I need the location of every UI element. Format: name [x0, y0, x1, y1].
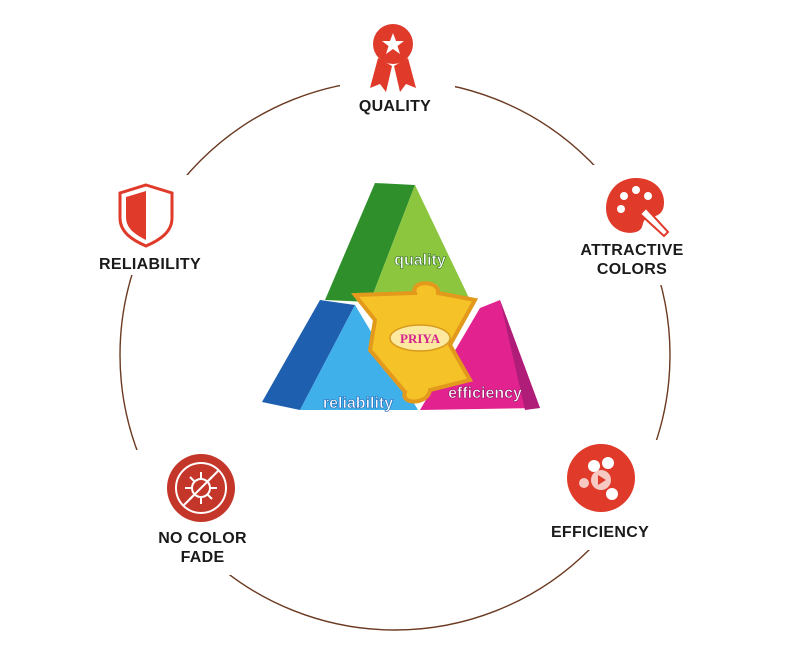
- green-piece: [325, 183, 415, 302]
- label-text: RELIABILITY: [99, 256, 201, 273]
- piece-label-reliability: reliability: [323, 395, 393, 412]
- label-line: FADE: [180, 549, 225, 566]
- paint-palette-icon: [606, 178, 670, 238]
- label-line: NO COLOR: [158, 530, 247, 547]
- virus-sun-icon: [167, 454, 235, 522]
- label-line: COLORS: [596, 261, 668, 278]
- molecule-icon: [567, 444, 635, 512]
- label-line: ATTRACTIVE: [580, 242, 684, 259]
- label-no-color-fade: NO COLOR FADE: [145, 529, 260, 567]
- label-reliability: RELIABILITY: [90, 255, 210, 274]
- label-text: EFFICIENCY: [550, 524, 650, 541]
- piece-label-quality: quality: [394, 252, 446, 269]
- puzzle-pyramid: PRIYA quality reliability efficiency: [262, 183, 540, 412]
- label-quality: QUALITY: [340, 97, 450, 116]
- award-ribbon-icon: [370, 24, 416, 92]
- blue-piece: [262, 300, 355, 410]
- piece-label-efficiency: efficiency: [448, 385, 522, 402]
- label-attractive-colors: ATTRACTIVE COLORS: [572, 241, 692, 279]
- brand-logo: PRIYA: [400, 331, 441, 346]
- label-text: QUALITY: [358, 98, 432, 115]
- label-efficiency: EFFICIENCY: [540, 523, 660, 542]
- shield-icon: [118, 183, 174, 248]
